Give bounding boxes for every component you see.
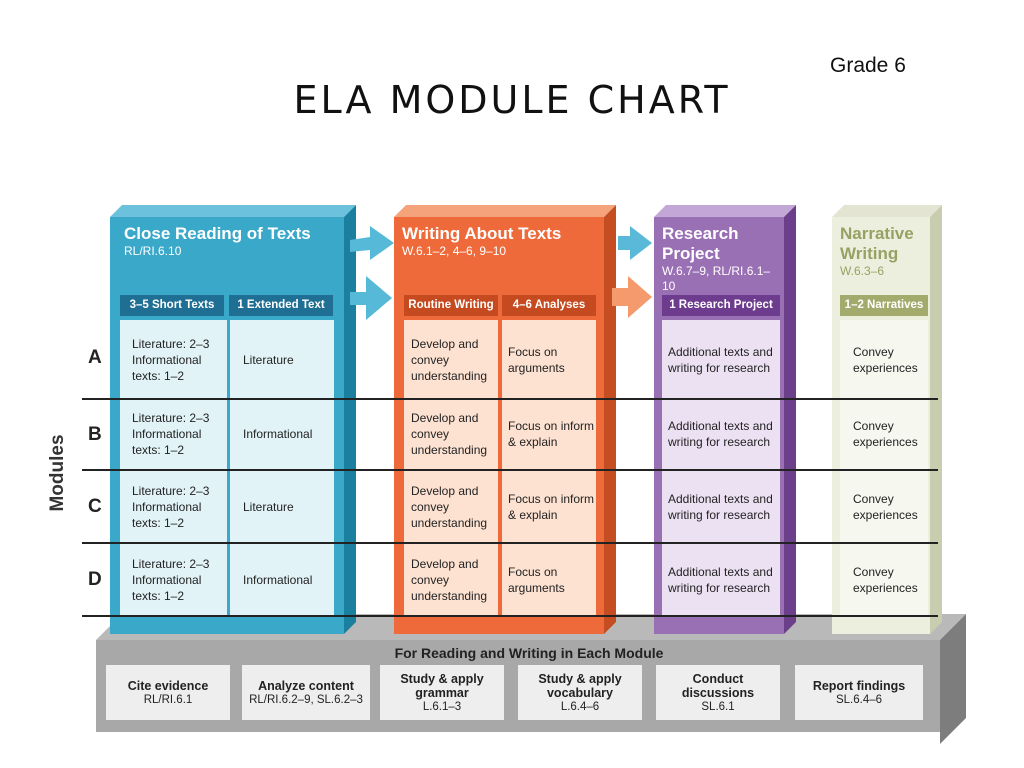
column-standards: W.6.1–2, 4–6, 9–10 bbox=[402, 244, 507, 258]
cell-b-research: Additional texts and writing for researc… bbox=[668, 419, 773, 449]
modules-axis-label: Modules bbox=[47, 434, 68, 512]
page-title: ELA MODULE CHART bbox=[293, 78, 731, 122]
cell-d-research: Additional texts and writing for researc… bbox=[668, 565, 773, 595]
subhead-narratives: 1–2 Narratives bbox=[844, 299, 924, 311]
grade-label: Grade 6 bbox=[830, 54, 906, 77]
column-header-close-reading: Close Reading of Texts RL/RI.6.10 bbox=[124, 224, 334, 259]
subhead-analyses: 4–6 Analyses bbox=[512, 299, 586, 311]
cell-d-analyses: Focus on arguments bbox=[508, 565, 565, 595]
cell-d-extended-text: Informational bbox=[243, 573, 313, 587]
cell-a-extended-text: Literature bbox=[243, 353, 294, 367]
row-divider bbox=[82, 469, 938, 471]
column-title: Research Project bbox=[662, 224, 739, 263]
cell-b-narrative: Convey experiences bbox=[853, 419, 918, 449]
row-label-c: C bbox=[88, 496, 102, 517]
cell-c-short-texts: Literature: 2–3 Informational texts: 1–2 bbox=[132, 484, 210, 530]
cell-a-short-texts: Literature: 2–3 Informational texts: 1–2 bbox=[132, 337, 210, 383]
cell-a-research: Additional texts and writing for researc… bbox=[668, 345, 773, 375]
row-divider bbox=[82, 542, 938, 544]
base-title: For Reading and Writing in Each Module bbox=[394, 645, 664, 661]
cell-d-short-texts: Literature: 2–3 Informational texts: 1–2 bbox=[132, 557, 210, 603]
cell-a-narrative: Convey experiences bbox=[853, 345, 918, 375]
cell-c-analyses: Focus on inform & explain bbox=[508, 492, 595, 522]
column-title: Narrative Writing bbox=[840, 224, 914, 263]
column-standards: W.6.3–6 bbox=[840, 264, 885, 278]
row-label-a: A bbox=[88, 347, 102, 368]
column-header-writing: Writing About Texts W.6.1–2, 4–6, 9–10 bbox=[402, 224, 592, 259]
column-title: Writing About Texts bbox=[402, 224, 562, 243]
cell-d-narrative: Convey experiences bbox=[853, 565, 918, 595]
column-standards: RL/RI.6.10 bbox=[124, 244, 182, 258]
column-header-research: Research Project W.6.7–9, RL/RI.6.1–10 bbox=[662, 224, 782, 294]
cell-c-research: Additional texts and writing for researc… bbox=[668, 492, 773, 522]
cell-b-routine-writing: Develop and convey understanding bbox=[411, 411, 488, 457]
cell-b-analyses: Focus on inform & explain bbox=[508, 419, 595, 449]
subhead-short-texts: 3–5 Short Texts bbox=[129, 299, 215, 311]
cell-b-short-texts: Literature: 2–3 Informational texts: 1–2 bbox=[132, 411, 210, 457]
column-title: Close Reading of Texts bbox=[124, 224, 311, 243]
subhead-extended-text: 1 Extended Text bbox=[237, 299, 325, 311]
row-divider bbox=[82, 398, 938, 400]
row-label-b: B bbox=[88, 424, 102, 445]
cell-c-narrative: Convey experiences bbox=[853, 492, 918, 522]
column-header-narrative: Narrative Writing W.6.3–6 bbox=[840, 224, 930, 279]
cell-d-routine-writing: Develop and convey understanding bbox=[411, 557, 488, 603]
cell-b-extended-text: Informational bbox=[243, 427, 313, 441]
cell-a-analyses: Focus on arguments bbox=[508, 345, 565, 375]
row-divider bbox=[82, 615, 938, 617]
cell-c-routine-writing: Develop and convey understanding bbox=[411, 484, 488, 530]
subhead-research-project: 1 Research Project bbox=[669, 299, 773, 311]
cell-a-routine-writing: Develop and convey understanding bbox=[411, 337, 488, 383]
column-standards: W.6.7–9, RL/RI.6.1–10 bbox=[662, 264, 771, 293]
cell-c-extended-text: Literature bbox=[243, 500, 294, 514]
subhead-routine-writing: Routine Writing bbox=[408, 299, 494, 311]
row-label-d: D bbox=[88, 569, 102, 590]
